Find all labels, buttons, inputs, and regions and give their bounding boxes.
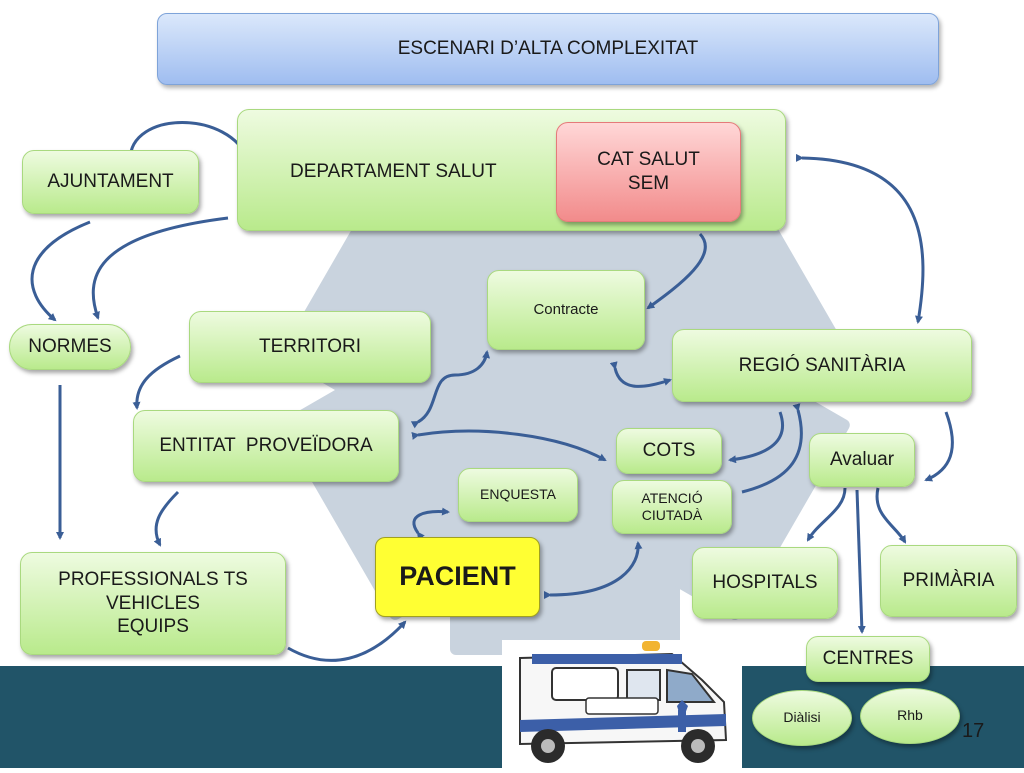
node-departament-salut-label: DEPARTAMENT SALUT — [290, 161, 497, 182]
node-pacient: PACIENT — [375, 537, 540, 617]
ambulance-icon — [502, 640, 742, 768]
node-hospitals: HOSPITALS — [692, 547, 838, 619]
node-centres-label: CENTRES — [822, 648, 914, 670]
node-ajuntament: AJUNTAMENT — [22, 150, 199, 214]
node-avaluar: Avaluar — [809, 433, 915, 487]
node-professionals-label: PROFESSIONALS TS — [58, 568, 248, 590]
node-professionals: PROFESSIONALS TS VEHICLES EQUIPS — [20, 552, 286, 655]
node-enquesta: ENQUESTA — [458, 468, 578, 522]
node-vehicles-label: VEHICLES — [106, 592, 200, 614]
node-sem-label: SEM — [627, 173, 670, 194]
node-equips-label: EQUIPS — [117, 616, 189, 638]
node-atencio-label: ATENCIÓ — [641, 489, 703, 506]
node-entitat-proveidora-label: ENTITAT PROVEÏDORA — [159, 435, 373, 457]
node-hospitals-label: HOSPITALS — [712, 572, 818, 594]
node-regio-sanitaria-label: REGIÓ SANITÀRIA — [738, 354, 906, 376]
node-contracte: Contracte — [487, 270, 645, 350]
diagram-title: ESCENARI D’ALTA COMPLEXITAT — [157, 13, 939, 85]
page-number: 17 — [962, 720, 985, 742]
node-dialisi-label: Diàlisi — [783, 709, 821, 726]
node-ajuntament-label: AJUNTAMENT — [47, 171, 174, 193]
node-primaria: PRIMÀRIA — [880, 545, 1017, 617]
node-territori: TERRITORI — [189, 311, 431, 383]
node-rhb: Rhb — [860, 688, 960, 744]
node-centres: CENTRES — [806, 636, 930, 682]
node-cots: COTS — [616, 428, 722, 474]
node-regio-sanitaria: REGIÓ SANITÀRIA — [672, 329, 972, 402]
node-territori-label: TERRITORI — [258, 336, 362, 358]
node-primaria-label: PRIMÀRIA — [902, 570, 995, 592]
node-rhb-label: Rhb — [897, 707, 923, 724]
node-atencio-ciutada: ATENCIÓ CIUTADÀ — [612, 480, 732, 534]
node-cat-salut-sem: CAT SALUT SEM — [556, 122, 741, 222]
node-entitat-proveidora: ENTITAT PROVEÏDORA — [133, 410, 399, 482]
node-avaluar-label: Avaluar — [829, 449, 895, 471]
node-contracte-label: Contracte — [533, 300, 599, 318]
node-enquesta-label: ENQUESTA — [480, 486, 556, 503]
node-pacient-label: PACIENT — [399, 561, 516, 592]
node-cots-label: COTS — [642, 440, 696, 462]
node-cat-salut-label: CAT SALUT — [597, 149, 700, 171]
node-dialisi: Diàlisi — [752, 690, 852, 746]
node-ciutada-label: CIUTADÀ — [641, 507, 703, 523]
node-normes: NORMES — [9, 324, 131, 370]
node-normes-label: NORMES — [28, 336, 112, 358]
